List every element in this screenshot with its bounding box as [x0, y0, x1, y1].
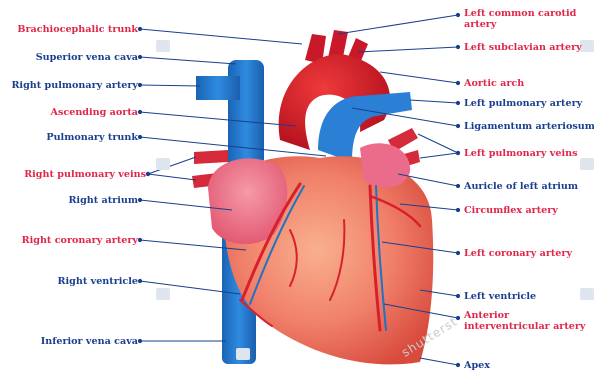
leader-left-coronary-artery-dot	[456, 251, 459, 254]
right-atrium-shape	[208, 158, 287, 244]
watermark-mark	[580, 40, 594, 52]
watermark-mark	[156, 40, 170, 52]
leader-brachiocephalic-trunk-dot	[138, 27, 141, 30]
left-auricle-shape	[360, 143, 410, 187]
label-right-pulmonary-artery: Right pulmonary artery	[6, 80, 138, 91]
label-anterior-line2: interventricular artery	[464, 321, 586, 332]
label-anterior-interventricular-artery: Anterior interventricular artery	[464, 310, 586, 332]
leader-right-pulmonary-artery-dot	[138, 83, 141, 86]
label-right-ventricle: Right ventricle	[6, 276, 138, 287]
leader-right-atrium-dot	[138, 198, 141, 201]
label-apex: Apex	[464, 360, 490, 371]
label-left-ventricle: Left ventricle	[464, 291, 536, 302]
leader-left-pulmonary-artery-dot	[456, 101, 459, 104]
label-inferior-vena-cava: Inferior vena cava	[6, 336, 138, 347]
leader-right-pulmonary-veins-b	[148, 174, 196, 180]
label-ascending-aorta: Ascending aorta	[6, 107, 138, 118]
leader-apex	[420, 358, 458, 365]
leader-circumflex-artery-dot	[456, 208, 459, 211]
leader-left-pulmonary-veins-a	[418, 134, 458, 153]
leader-inferior-vena-cava-dot	[138, 339, 141, 342]
label-right-pulmonary-veins: Right pulmonary veins	[6, 169, 146, 180]
watermark-mark	[580, 288, 594, 300]
leader-right-ventricle-dot	[138, 279, 141, 282]
leader-superior-vena-cava-dot	[138, 55, 141, 58]
label-left-common-carotid-line1: Left common carotid	[464, 8, 576, 19]
label-superior-vena-cava: Superior vena cava	[6, 52, 138, 63]
label-right-coronary-artery: Right coronary artery	[6, 235, 138, 246]
label-left-common-carotid-artery: Left common carotid artery	[464, 8, 576, 30]
watermark-mark	[580, 158, 594, 170]
leader-pulmonary-trunk-dot	[138, 135, 141, 138]
label-aortic-arch: Aortic arch	[464, 78, 524, 89]
leader-anterior-interventricular-artery-dot	[456, 316, 459, 319]
label-right-atrium: Right atrium	[6, 195, 138, 206]
label-anterior-line1: Anterior	[464, 310, 586, 321]
right-pulmonary-artery-shape	[196, 76, 240, 100]
label-ligamentum-arteriosum: Ligamentum arteriosum	[464, 121, 594, 132]
leader-ascending-aorta	[140, 112, 296, 126]
leader-ligamentum-arteriosum-dot	[456, 124, 459, 127]
leader-left-pulmonary-veins-b	[420, 153, 458, 158]
watermark-mark	[156, 288, 170, 300]
label-circumflex-artery: Circumflex artery	[464, 205, 558, 216]
leader-left-subclavian-artery-dot	[456, 45, 459, 48]
leader-superior-vena-cava	[140, 57, 236, 64]
leader-auricle-of-left-atrium-dot	[456, 184, 459, 187]
leader-aortic-arch-dot	[456, 81, 459, 84]
leader-left-common-carotid-artery-dot	[456, 13, 459, 16]
label-left-pulmonary-veins: Left pulmonary veins	[464, 148, 578, 159]
leader-right-pulmonary-artery	[140, 85, 200, 86]
leader-apex-dot	[456, 363, 459, 366]
watermark-mark	[236, 348, 250, 360]
label-left-subclavian-artery: Left subclavian artery	[464, 42, 582, 53]
label-auricle-of-left-atrium: Auricle of left atrium	[464, 181, 578, 192]
leader-left-pulmonary-veins-b-dot	[456, 151, 459, 154]
leader-left-ventricle-dot	[456, 294, 459, 297]
leader-aortic-arch	[380, 72, 458, 83]
label-left-coronary-artery: Left coronary artery	[464, 248, 572, 259]
leader-left-common-carotid-artery	[338, 15, 458, 34]
leader-left-subclavian-artery	[358, 47, 458, 52]
label-brachiocephalic-trunk: Brachiocephalic trunk	[6, 24, 138, 35]
leader-right-coronary-artery-dot	[138, 238, 141, 241]
leader-left-pulmonary-artery	[410, 100, 458, 103]
leader-ascending-aorta-dot	[138, 110, 141, 113]
watermark-mark	[156, 158, 170, 170]
label-pulmonary-trunk: Pulmonary trunk	[6, 132, 138, 143]
label-left-pulmonary-artery: Left pulmonary artery	[464, 98, 582, 109]
label-left-common-carotid-line2: artery	[464, 19, 576, 30]
leader-right-pulmonary-veins-b-dot	[146, 172, 149, 175]
